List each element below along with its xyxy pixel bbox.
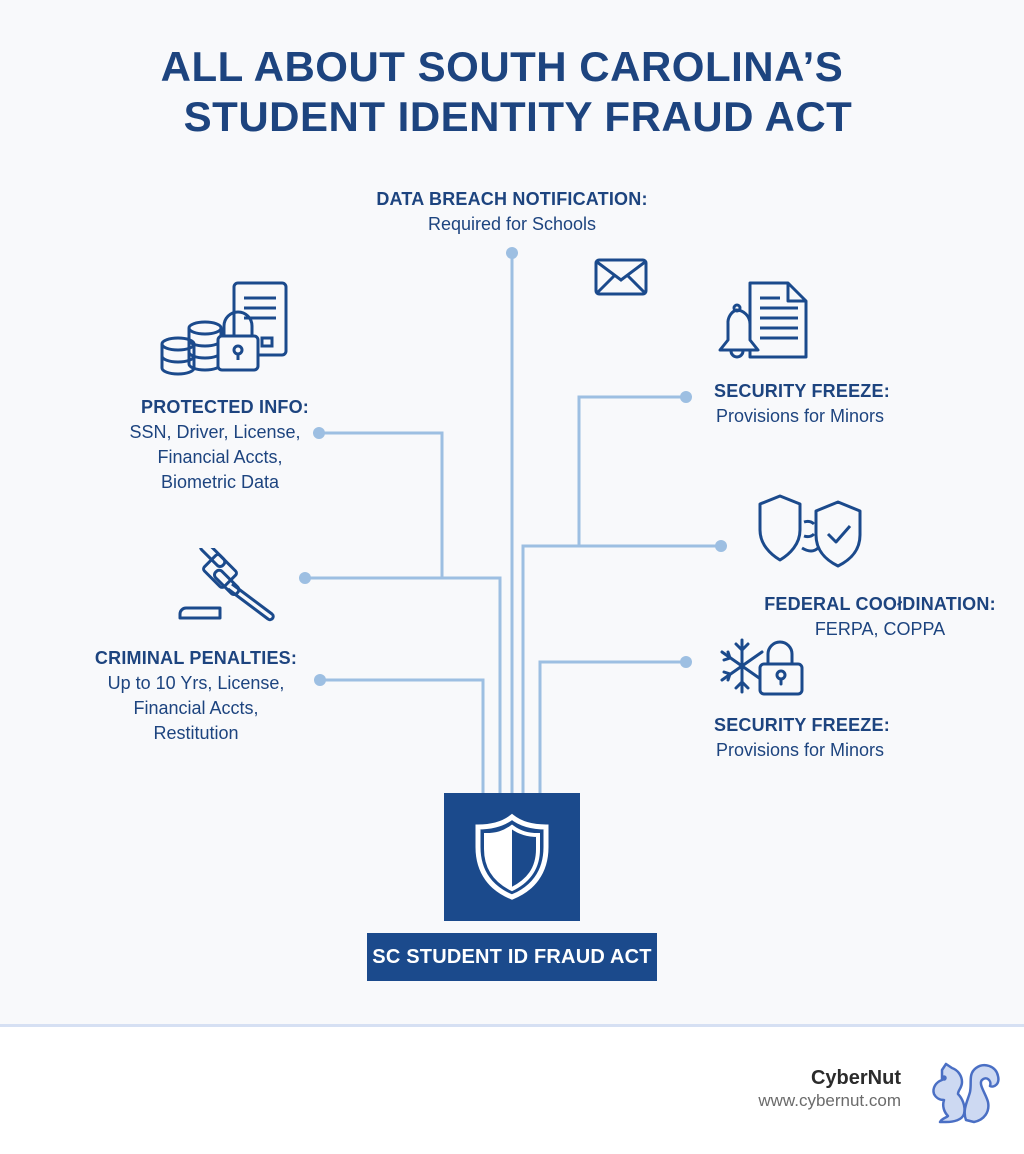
node-body: FERPA, COPPA: [814, 619, 946, 639]
shield-icon: [475, 813, 549, 900]
brand-name: CyberNut: [810, 1067, 901, 1089]
node-heading: SECURITY FREEZE:: [714, 715, 890, 735]
connector-dot-criminal-penalties-upper: [299, 572, 311, 584]
connector-dot-data-breach: [506, 247, 518, 259]
node-body: Provisions for Minors: [715, 740, 885, 760]
node-heading: DATA BREACH NOTIFICATION:: [376, 189, 648, 209]
dual-shield-check-icon: [758, 494, 862, 568]
node-body: Required for Schools: [427, 214, 597, 234]
connector-dot-federal-coordination: [715, 540, 727, 552]
node-body-line: Financial Accts,: [157, 447, 283, 467]
envelope-icon: [594, 258, 648, 296]
node-security-freeze-2: SECURITY FREEZE: Provisions for Minors: [700, 713, 900, 763]
node-heading: PROTECTED INFO:: [141, 397, 309, 417]
footer-divider: [0, 1024, 1024, 1027]
connector-dot-protected-info: [313, 427, 325, 439]
node-body-line: Biometric Data: [160, 472, 280, 492]
page-title-line-1: ALL ABOUT SOUTH CAROLINA’S: [160, 43, 844, 90]
node-body-line: Up to 10 Yrs, License,: [107, 673, 285, 693]
connector-dot-criminal-penalties: [314, 674, 326, 686]
node-body-line: Restitution: [153, 723, 239, 743]
brand-url[interactable]: www.cybernut.com: [758, 1091, 901, 1110]
node-security-freeze-1: SECURITY FREEZE: Provisions for Minors: [700, 379, 900, 429]
hub-icon-box: [444, 793, 580, 921]
bell-document-icon: [718, 281, 808, 359]
gavel-icon: [178, 548, 275, 622]
node-body: Provisions for Minors: [715, 406, 885, 426]
node-protected-info: PROTECTED INFO: SSN, Driver, License, Fi…: [100, 395, 330, 495]
brand-block[interactable]: CyberNut www.cybernut.com: [758, 1066, 901, 1112]
node-federal-coordination: FEDERAL COOłDINATION: FERPA, COPPA: [760, 592, 1000, 642]
connector-dot-security-freeze-1: [680, 391, 692, 403]
connector-lines: [299, 247, 727, 795]
node-heading: SECURITY FREEZE:: [714, 381, 890, 401]
node-body-line: SSN, Driver, License,: [129, 422, 301, 442]
page-title-line-2: STUDENT IDENTITY FRAUD ACT: [183, 93, 853, 140]
connector-dot-security-freeze-2: [680, 656, 692, 668]
hub-label: SC STUDENT ID FRAUD ACT: [367, 933, 657, 981]
node-heading: FEDERAL COOłDINATION:: [764, 594, 996, 614]
footer: [0, 1027, 1024, 1154]
node-body-line: Financial Accts,: [133, 698, 259, 718]
squirrel-icon: [932, 1062, 1000, 1124]
snowflake-lock-icon: [720, 638, 804, 696]
node-criminal-penalties: CRIMINAL PENALTIES: Up to 10 Yrs, Licens…: [90, 646, 302, 746]
node-data-breach: DATA BREACH NOTIFICATION: Required for S…: [352, 187, 672, 237]
database-lock-document-icon: [160, 281, 288, 376]
node-heading: CRIMINAL PENALTIES:: [94, 648, 298, 668]
